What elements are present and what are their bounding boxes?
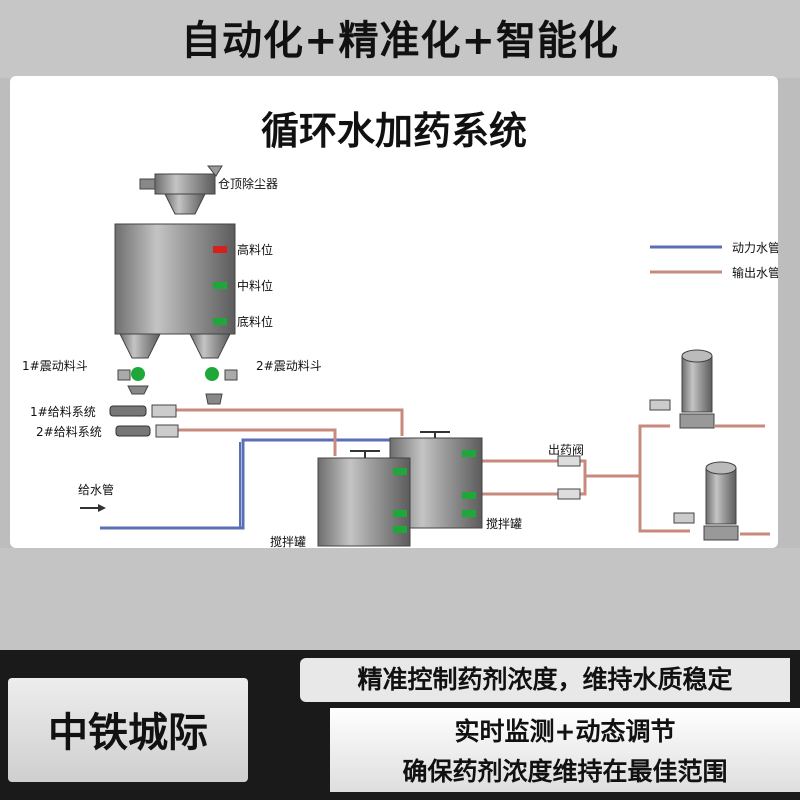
tank-front-indicator-1 bbox=[393, 468, 407, 475]
dosing-valve-2 bbox=[557, 488, 581, 500]
pump-2 bbox=[673, 461, 739, 541]
slogan-primary: 精准控制药剂浓度，维持水质稳定 bbox=[300, 658, 790, 702]
tank-front-indicator-3 bbox=[393, 526, 407, 533]
dust-collector-label: 仓顶除尘器 bbox=[218, 176, 278, 191]
mid-level-indicator bbox=[213, 282, 227, 289]
power-water-pipes bbox=[100, 438, 405, 530]
feed-2-label: 2#给料系统 bbox=[36, 425, 102, 439]
dosing-valve-label: 出药阀 bbox=[548, 443, 584, 457]
water-inlet-label: 给水管 bbox=[78, 482, 114, 497]
feed-system-1 bbox=[109, 404, 177, 418]
water-inlet-arrow-icon bbox=[80, 504, 106, 512]
headline: 自动化+精准化+智能化 bbox=[180, 18, 620, 64]
panel-title: 循环水加药系统 bbox=[260, 109, 527, 153]
feed-system-2 bbox=[115, 424, 179, 438]
mid-level-label: 中料位 bbox=[237, 278, 273, 293]
slogan-box: 实时监测+动态调节 确保药剂浓度维持在最佳范围 bbox=[330, 708, 800, 792]
mixer-2-label: 搅拌罐 bbox=[486, 516, 522, 531]
top-banner bbox=[0, 0, 800, 78]
dust-collector bbox=[139, 165, 223, 215]
tank-back-indicator-3 bbox=[462, 510, 476, 517]
vibrating-hopper-1 bbox=[117, 367, 149, 395]
slogan-tertiary: 确保药剂浓度维持在最佳范围 bbox=[402, 757, 728, 786]
tank-back-indicator-1 bbox=[462, 450, 476, 457]
legend-output-water-label: 输出水管 bbox=[732, 265, 778, 280]
tank-back-indicator-2 bbox=[462, 492, 476, 499]
pump-1 bbox=[649, 349, 715, 429]
legend-power-water-label: 动力水管 bbox=[732, 240, 778, 255]
slogan-secondary: 实时监测+动态调节 bbox=[454, 717, 676, 746]
dosing-valve-1 bbox=[557, 455, 581, 467]
mixer-1-label: 搅拌罐 bbox=[270, 534, 306, 548]
low-level-label: 底料位 bbox=[237, 314, 273, 329]
silo bbox=[114, 223, 236, 359]
output-water-pipes bbox=[175, 408, 770, 536]
high-level-indicator bbox=[213, 246, 227, 253]
feed-1-label: 1#给料系统 bbox=[30, 405, 96, 419]
low-level-indicator bbox=[213, 318, 227, 325]
brand-name: 中铁城际 bbox=[48, 710, 208, 756]
hopper-2-label: 2#震动料斗 bbox=[256, 359, 322, 373]
brand-box: 中铁城际 bbox=[8, 678, 248, 782]
legend: 动力水管 输出水管 bbox=[650, 240, 778, 280]
high-level-label: 高料位 bbox=[237, 242, 273, 257]
vibrating-hopper-2 bbox=[205, 367, 238, 405]
hopper-1-label: 1#震动料斗 bbox=[22, 359, 88, 373]
dosing-system-diagram: 仓顶除尘器 高料位 中料位 底料位 1#震动料斗 2#震动料斗 1#给料系统 2… bbox=[22, 165, 778, 548]
tank-front-indicator-2 bbox=[393, 510, 407, 517]
